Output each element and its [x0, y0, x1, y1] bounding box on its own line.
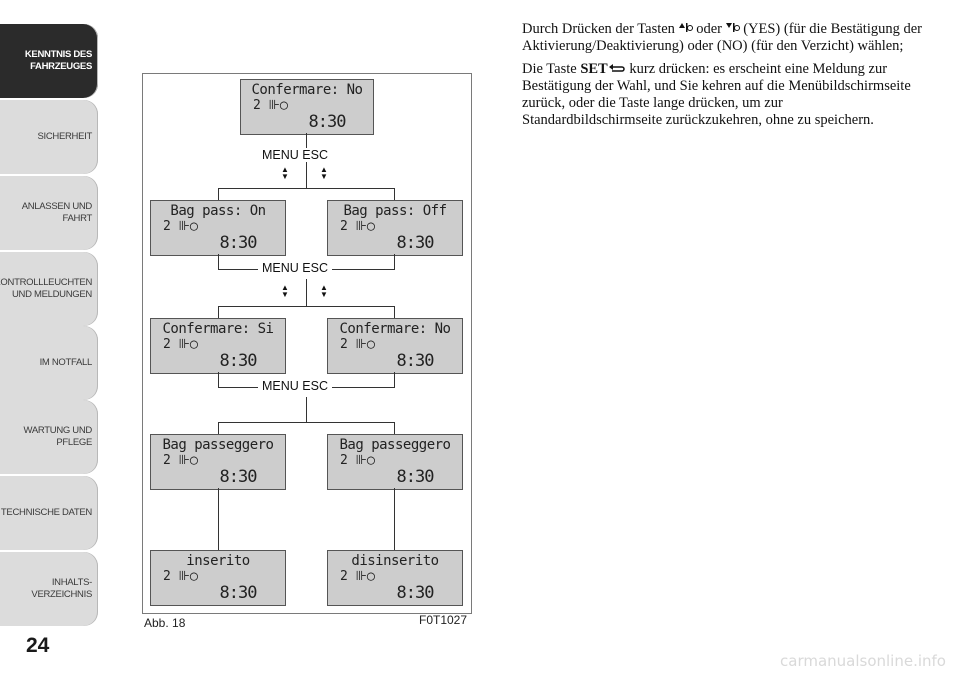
lcd-time: 8:30 — [396, 351, 435, 371]
connector-line — [218, 254, 219, 269]
connector-line — [394, 306, 395, 318]
connector-line — [394, 188, 395, 200]
up-down-arrow-icon: ▲▼ — [320, 165, 328, 181]
body-text: Durch Drücken der Tasten oder (YES) (für… — [522, 21, 922, 135]
lcd-line1: Confermare: No — [251, 82, 363, 98]
tab-im-notfall[interactable]: IM NOTFALL — [0, 326, 98, 400]
connector-line — [218, 422, 395, 423]
menu-esc-label: MENU ESC — [258, 261, 332, 275]
set-return-arrow-icon — [608, 64, 625, 72]
lcd-time: 8:30 — [396, 233, 435, 253]
lcd-line1: inserito — [186, 553, 250, 569]
lcd-screen-top: Confermare: No 2 ⊪◯ 8:30 — [240, 79, 374, 135]
tab-label: KENNTNIS DES FAHRZEUGES — [24, 49, 92, 72]
connector-line — [394, 254, 395, 269]
tab-anlassen-und-fahrt[interactable]: ANLASSEN UND FAHRT — [0, 176, 98, 250]
tab-label: IM NOTFALL — [39, 357, 93, 368]
p1-start: Durch Drücken der Tasten — [522, 21, 675, 37]
lcd-screen-bag-off: Bag pass: Off 2 ⊪◯ 8:30 — [327, 200, 463, 256]
down-button-icon — [725, 23, 740, 32]
up-down-arrow-icon: ▲▼ — [320, 283, 328, 299]
lcd-line2: 2 ⊪◯ — [163, 453, 198, 468]
lcd-line1: Confermare: No — [339, 321, 451, 337]
tab-label: SICHERHEIT — [37, 131, 92, 142]
paragraph-2: Die Taste SET kurz drücken: es erscheint… — [522, 61, 922, 129]
lcd-time: 8:30 — [396, 467, 435, 487]
p1-end: (YES) (für die Bestätigung der Aktivieru… — [522, 21, 922, 54]
lcd-line1: Bag passeggero — [339, 437, 451, 453]
lcd-time: 8:30 — [219, 233, 258, 253]
connector-line — [218, 188, 219, 200]
tab-wartung-und-pflege[interactable]: WARTUNG UND PFLEGE — [0, 400, 98, 474]
lcd-line2: 2 ⊪◯ — [340, 453, 375, 468]
tab-label: TECHNISCHE DATEN — [0, 507, 92, 518]
up-down-arrow-icon: ▲▼ — [281, 165, 289, 181]
lcd-time: 8:30 — [219, 467, 258, 487]
lcd-time: 8:30 — [219, 583, 258, 603]
connector-line — [218, 188, 395, 189]
lcd-line2: 2 ⊪◯ — [163, 337, 198, 352]
menu-diagram-figure: Confermare: No 2 ⊪◯ 8:30 MENU ESC ▲▼ ▲▼ … — [142, 73, 472, 614]
lcd-line1: Bag pass: On — [170, 203, 266, 219]
lcd-screen-bag-passeggero-right: Bag passeggero 2 ⊪◯ 8:30 — [327, 434, 463, 490]
connector-line — [394, 422, 395, 434]
connector-line — [306, 279, 307, 306]
lcd-time: 8:30 — [396, 583, 435, 603]
tab-inhaltsverzeichnis[interactable]: INHALTS- VERZEICHNIS — [0, 552, 98, 626]
lcd-line2: 2 ⊪◯ — [340, 569, 375, 584]
watermark: carmanualsonline.info — [780, 652, 946, 670]
paragraph-1: Durch Drücken der Tasten oder (YES) (für… — [522, 21, 922, 55]
menu-esc-label: MENU ESC — [258, 379, 332, 393]
lcd-screen-disinserito: disinserito 2 ⊪◯ 8:30 — [327, 550, 463, 606]
connector-line — [218, 306, 395, 307]
lcd-line2: 2 ⊪◯ — [340, 337, 375, 352]
tab-sicherheit[interactable]: SICHERHEIT — [0, 100, 98, 174]
tab-kontrollleuchten[interactable]: KONTROLLLEUCHTEN UND MELDUNGEN — [0, 252, 98, 326]
lcd-line1: Bag pass: Off — [343, 203, 447, 219]
connector-line — [218, 372, 219, 387]
lcd-time: 8:30 — [308, 112, 347, 132]
connector-line — [218, 422, 219, 434]
lcd-line1: Bag passeggero — [162, 437, 274, 453]
lcd-line1: disinserito — [351, 553, 439, 569]
figure-code: F0T1027 — [419, 613, 468, 627]
p1-or: oder — [696, 21, 722, 37]
lcd-screen-confermare-no: Confermare: No 2 ⊪◯ 8:30 — [327, 318, 463, 374]
lcd-screen-bag-passeggero-left: Bag passeggero 2 ⊪◯ 8:30 — [150, 434, 286, 490]
connector-line — [218, 488, 219, 550]
tab-kenntnis-des-fahrzeuges[interactable]: KENNTNIS DES FAHRZEUGES — [0, 24, 98, 98]
up-button-icon — [678, 23, 693, 32]
p2-start: Die Taste — [522, 61, 577, 77]
lcd-line1: Confermare: Si — [162, 321, 274, 337]
set-button-label: SET — [580, 61, 608, 77]
tab-label: ANLASSEN UND FAHRT — [21, 201, 93, 224]
figure-caption: Abb. 18 — [144, 616, 186, 630]
lcd-screen-bag-on: Bag pass: On 2 ⊪◯ 8:30 — [150, 200, 286, 256]
tab-label: KONTROLLLEUCHTEN UND MELDUNGEN — [0, 277, 92, 300]
lcd-line2: 2 ⊪◯ — [163, 569, 198, 584]
menu-esc-label: MENU ESC — [258, 148, 332, 162]
page-number: 24 — [26, 634, 50, 657]
connector-line — [394, 488, 395, 550]
lcd-time: 8:30 — [219, 351, 258, 371]
lcd-line2: 2 ⊪◯ — [163, 219, 198, 234]
connector-line — [218, 306, 219, 318]
up-down-arrow-icon: ▲▼ — [281, 283, 289, 299]
connector-line — [394, 372, 395, 387]
tab-technische-daten[interactable]: TECHNISCHE DATEN — [0, 476, 98, 550]
lcd-screen-confermare-si: Confermare: Si 2 ⊪◯ 8:30 — [150, 318, 286, 374]
p2-end: kurz drücken: es erscheint eine Meldung … — [522, 61, 911, 128]
lcd-screen-inserito: inserito 2 ⊪◯ 8:30 — [150, 550, 286, 606]
tab-label: WARTUNG UND PFLEGE — [23, 425, 93, 448]
tab-label: INHALTS- VERZEICHNIS — [31, 577, 92, 600]
lcd-line2: 2 ⊪◯ — [253, 98, 288, 113]
lcd-line2: 2 ⊪◯ — [340, 219, 375, 234]
connector-line — [306, 397, 307, 422]
